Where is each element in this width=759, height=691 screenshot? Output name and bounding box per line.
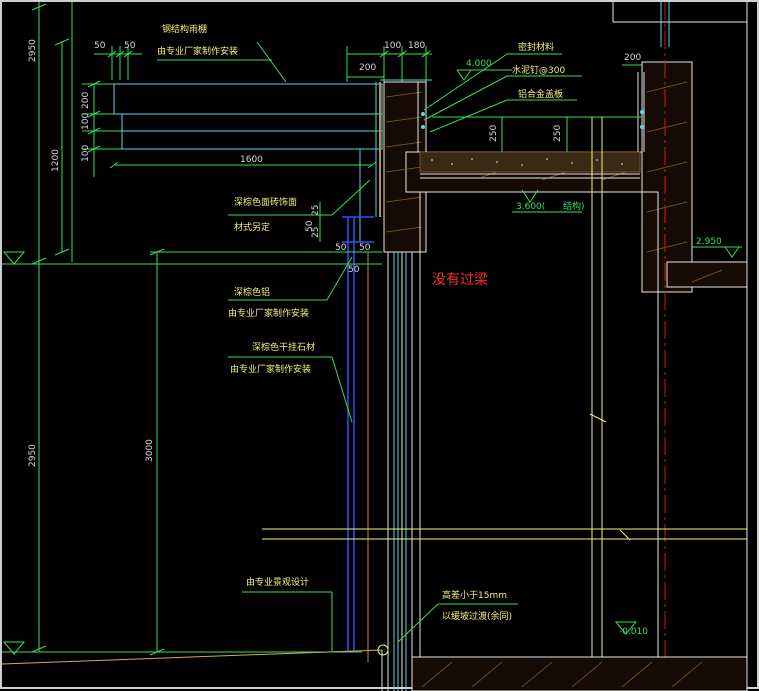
label-dark-stone: 深棕色干挂石材 — [252, 341, 315, 353]
canopy-dimensions — [82, 46, 377, 177]
concrete-wall — [383, 61, 748, 293]
label-factory-install-2: 由专业厂家制作安装 — [228, 307, 309, 319]
dim-canopy-length: 1600 — [240, 155, 263, 165]
dim-canopy-100-a: 100 — [81, 113, 91, 130]
label-factory-install-1: 由专业厂家制作安装 — [157, 45, 238, 57]
stone-cladding — [342, 216, 374, 652]
dim-canopy-100-b: 100 — [81, 145, 91, 162]
slab-dimensions — [432, 116, 642, 152]
label-cement-nail: 水泥钉@300 — [512, 64, 565, 76]
annotation-no-lintel: 没有过梁 — [432, 272, 488, 288]
dim-left-lower: 2950 — [28, 444, 38, 467]
dim-parapet-200: 200 — [359, 63, 376, 73]
dim-inner-height: 3000 — [145, 439, 155, 462]
left-dimension-chain — [2, 2, 362, 656]
tile-facade — [375, 82, 381, 217]
dim-small-50-a: 50 — [305, 220, 315, 232]
dim-canopy-200: 200 — [81, 92, 91, 109]
ground-slab — [2, 621, 748, 691]
wall-top-dimensions — [346, 46, 662, 82]
label-slope-note: 以缓坡过渡(余同) — [442, 610, 512, 622]
elevation-structure: 3.600( — [516, 202, 545, 212]
label-aluminum-cap: 铝合金盖板 — [518, 88, 563, 100]
small-dimensions — [319, 202, 382, 265]
elevation-bottom: -0.010 — [619, 627, 648, 637]
door-opening — [367, 191, 659, 691]
dim-small-50-d: 50 — [348, 265, 360, 275]
label-dark-aluminum: 深棕色铝 — [234, 286, 270, 298]
sealing-points — [421, 110, 644, 129]
label-factory-install-3: 由专业厂家制作安装 — [230, 363, 311, 375]
label-landscape: 由专业景观设计 — [246, 576, 309, 588]
dim-small-25-b: 25 — [311, 227, 321, 238]
left-level-markers — [2, 251, 26, 655]
elevation-right: 2.950 — [696, 237, 722, 247]
label-dark-tile: 深棕色面砖饰面 — [234, 196, 297, 208]
level-markers — [456, 69, 742, 258]
dim-width-50-a: 50 — [94, 41, 106, 51]
label-height-diff: 高差小于15mm — [442, 589, 507, 601]
label-sealing-material: 密封材料 — [518, 41, 554, 53]
steel-canopy — [113, 83, 383, 242]
dim-small-25-a: 25 — [311, 205, 321, 216]
elevation-structure-suffix: 结构) — [563, 200, 585, 212]
label-material-style: 材式另定 — [234, 221, 270, 233]
dim-left-upper: 2950 — [28, 39, 38, 62]
leader-lines — [157, 41, 582, 652]
elevation-top: 4.000 — [466, 59, 492, 69]
dim-left-mid: 1200 — [51, 149, 61, 172]
dim-small-50-b: 50 — [335, 243, 347, 253]
dim-wall-180: 180 — [408, 41, 425, 51]
label-steel-canopy: 钢结构雨棚 — [162, 23, 207, 35]
axis-lines — [262, 2, 748, 691]
dim-wall-100: 100 — [384, 41, 401, 51]
dim-width-50-b: 50 — [124, 41, 136, 51]
dim-slab-250-a: 250 — [489, 125, 499, 142]
dim-slab-250-b: 250 — [553, 125, 563, 142]
dim-right-200: 200 — [624, 53, 641, 63]
dim-small-50-c: 50 — [359, 243, 371, 253]
